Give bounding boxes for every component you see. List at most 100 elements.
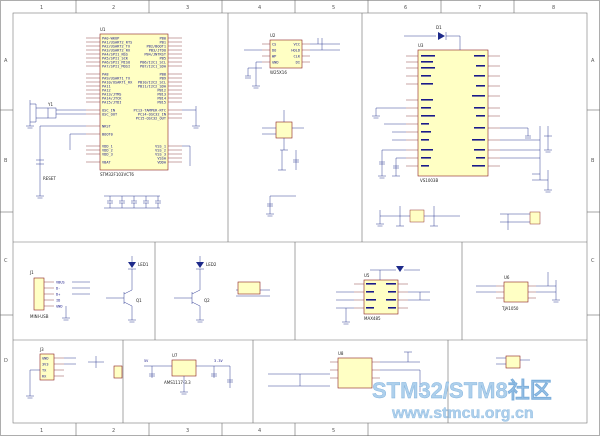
flash-ref: U2 bbox=[270, 33, 276, 38]
col-label-top: 4 bbox=[258, 5, 261, 11]
mcu-left-pin: PA3/USART2_RX bbox=[102, 49, 131, 53]
mcu-decoupling-caps bbox=[104, 195, 161, 209]
row-label-left: A bbox=[4, 58, 8, 64]
mcu-right-pin: PB3/JTDO bbox=[149, 49, 166, 53]
mcu-lower-left-pin: OSC_OUT bbox=[102, 113, 118, 117]
col-label-top: 8 bbox=[552, 5, 555, 11]
led-icon bbox=[438, 32, 445, 40]
col-label-top: 6 bbox=[404, 5, 407, 11]
mcu-right-pin: PB14 bbox=[157, 97, 166, 101]
usb-pin: GND bbox=[56, 305, 63, 309]
mcu-lower-right-pin: PC14-OSC32_IN bbox=[138, 113, 166, 117]
regulator-2-ref: U8 bbox=[338, 351, 344, 356]
mcu-chip bbox=[99, 33, 169, 171]
regulator-1-ref: U7 bbox=[172, 353, 178, 358]
can-ref: U6 bbox=[504, 275, 510, 280]
small-switch bbox=[113, 365, 123, 379]
col-label-top: 5 bbox=[332, 5, 335, 11]
rs485-chip bbox=[363, 279, 399, 315]
flash-pin: CS bbox=[272, 43, 276, 47]
flash-pin: HOLD bbox=[291, 49, 300, 53]
can-block: U6 TJA1050 bbox=[476, 272, 560, 311]
mcu-left-pin: PA13/JTMS bbox=[102, 93, 121, 97]
mcu-lower-left-pin: VDD_2 bbox=[102, 149, 113, 153]
mcu-crystal-circuit bbox=[26, 100, 86, 129]
mcu-part: STM32F103VCT6 bbox=[100, 172, 134, 177]
codec-chip bbox=[417, 49, 489, 177]
small-ic-right bbox=[496, 355, 530, 369]
codec-block: U3 VS1003B D1 bbox=[372, 25, 552, 230]
flash-block: CS DO WP GND VCC HOLD CLK DI U2 W25X16 bbox=[244, 33, 340, 89]
codec-jack bbox=[500, 211, 541, 230]
codec-led-ref: D1 bbox=[436, 25, 442, 30]
mcu-right-pin: PB12 bbox=[157, 89, 166, 93]
reset-circuit bbox=[36, 125, 86, 199]
codec-ref: U3 bbox=[418, 43, 424, 48]
rs485-led-icon bbox=[396, 266, 404, 272]
col-label-bottom: 2 bbox=[112, 428, 115, 434]
col-label-bottom: 3 bbox=[186, 428, 189, 434]
connector-block: GND 3V3 TX RX J3 bbox=[26, 347, 123, 399]
codec-left-wires bbox=[372, 107, 406, 179]
mcu-lower-right-pin: VSS_1 bbox=[155, 145, 166, 149]
header-pin: RX bbox=[42, 375, 47, 379]
usb-block: VBUS D- D+ ID GND J1 MINI-USB bbox=[29, 270, 90, 321]
mcu-right-stubs bbox=[182, 106, 200, 166]
col-label-bottom: 5 bbox=[332, 428, 335, 434]
sheet-inner-border bbox=[12, 12, 588, 424]
codec-led: D1 bbox=[404, 25, 461, 50]
flash-chip bbox=[269, 39, 303, 69]
watermark-line2: www.stmcu.org.cn bbox=[391, 405, 534, 422]
col-label-bottom: 4 bbox=[258, 428, 261, 434]
usb-pin: ID bbox=[56, 299, 60, 303]
col-label-top: 2 bbox=[112, 5, 115, 11]
row-label-right: B bbox=[591, 158, 595, 164]
mcu-left-pin: PA5/SPI1_SCK bbox=[102, 57, 129, 61]
mcu-right-pin: PB10/I2C2_SCL bbox=[138, 81, 166, 85]
mcu-lower-left-pin: BOOT0 bbox=[102, 133, 113, 137]
mcu-lower-left-pin: VBAT bbox=[102, 161, 111, 165]
led1-icon bbox=[128, 262, 136, 268]
reset-label: RESET bbox=[43, 176, 56, 181]
mcu-lower-left-pin: VDD_1 bbox=[102, 145, 113, 149]
mcu-left-pin: PA15/JTDI bbox=[102, 101, 121, 105]
mcu-lower-right-pin: VSS_3 bbox=[155, 153, 166, 157]
mcu-left-pin: PA0-WKUP bbox=[102, 37, 119, 41]
col-label-top: 3 bbox=[186, 5, 189, 11]
mcu-left-pin: PA9/USART1_TX bbox=[102, 77, 131, 81]
usb-connector bbox=[33, 277, 45, 311]
rs485-block: U5 MAX485 bbox=[336, 266, 430, 325]
col-label-top: 7 bbox=[478, 5, 481, 11]
section-separators bbox=[13, 13, 587, 423]
mcu-block: PA0-WKUP PA1/USART2_RTS PA2/USART2_TX PA… bbox=[26, 27, 200, 209]
led2-ref: LED2 bbox=[206, 262, 217, 267]
regulator-1 bbox=[171, 359, 197, 377]
mcu-lower-right-pin: PC15-OSC32_OUT bbox=[136, 117, 167, 121]
row-label-left: D bbox=[4, 358, 8, 364]
border-column-labels: 1 2 3 4 5 6 7 8 1 2 3 4 5 bbox=[40, 5, 555, 434]
mcu-right-pin: PB8 bbox=[160, 73, 167, 77]
mcu-right-pin: PB4/JNTRST bbox=[144, 53, 166, 57]
row-label-left: B bbox=[4, 158, 8, 164]
mcu-left-pin: PA6/SPI1_MISO bbox=[102, 61, 130, 65]
mcu-left-pin: PA11 bbox=[102, 85, 111, 89]
mid-column-parts bbox=[262, 110, 304, 217]
q2-ref: Q2 bbox=[204, 298, 210, 303]
mcu-left-pin: PA8 bbox=[102, 73, 109, 77]
flash-pin: CLK bbox=[294, 55, 301, 59]
can-chip bbox=[503, 281, 529, 303]
usb-pin: D+ bbox=[56, 293, 61, 297]
mcu-right-pin: PB9 bbox=[160, 77, 167, 81]
usb-part: MINI-USB bbox=[30, 314, 49, 319]
header-ref: J3 bbox=[39, 347, 44, 352]
mcu-left-pin: PA2/USART2_TX bbox=[102, 45, 131, 49]
q1-ref: Q1 bbox=[136, 298, 142, 303]
mcu-right-pin: PB5 bbox=[160, 57, 167, 61]
header-pin: GND bbox=[42, 357, 49, 361]
power-vout: 3.3V bbox=[214, 359, 223, 363]
mcu-left-pin: PA4/SPI1_NSS bbox=[102, 53, 128, 57]
mcu-lower-left-pin: OSC_IN bbox=[102, 109, 115, 113]
mcu-right-pin: PB1 bbox=[160, 41, 167, 45]
mcu-right-pin: PB7/I2C1_SDA bbox=[140, 65, 167, 69]
mcu-left-pin: PA10/USART1_RX bbox=[102, 81, 133, 85]
